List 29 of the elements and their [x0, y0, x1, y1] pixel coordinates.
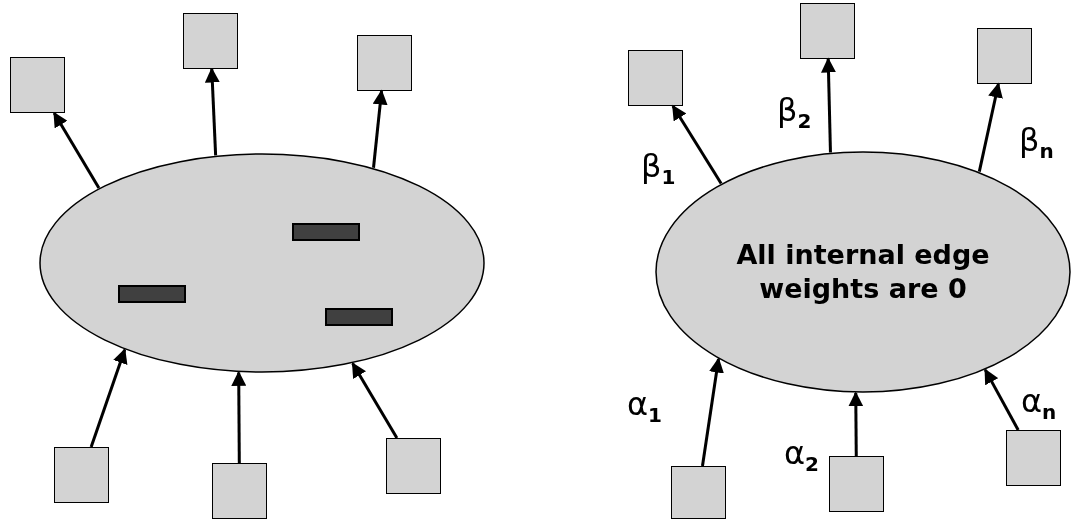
square-node [800, 3, 855, 59]
dark-bar [292, 223, 360, 241]
arrow [52, 111, 101, 189]
dark-bar [118, 285, 186, 303]
square-node [54, 447, 109, 503]
arrow [701, 357, 724, 467]
square-node [977, 28, 1032, 84]
arrow [351, 362, 399, 439]
arrow [372, 89, 388, 168]
square-node [386, 438, 441, 494]
arrow [231, 370, 247, 463]
dark-bar [325, 308, 393, 326]
node-text: All internal edge weights are 0 [735, 238, 991, 306]
arrow [204, 67, 220, 156]
arrow [671, 104, 723, 185]
arrow [977, 82, 1003, 172]
arrow [848, 391, 864, 456]
square-node [10, 57, 65, 113]
square-node [628, 50, 683, 106]
arrow [89, 348, 128, 448]
arrow [821, 57, 836, 153]
square-node [1006, 430, 1061, 486]
square-node [357, 35, 412, 91]
square-node [212, 463, 267, 519]
square-node [829, 456, 884, 512]
ellipse-node [39, 153, 485, 373]
square-node [183, 13, 238, 69]
square-node [671, 466, 726, 519]
arrow [983, 368, 1020, 431]
